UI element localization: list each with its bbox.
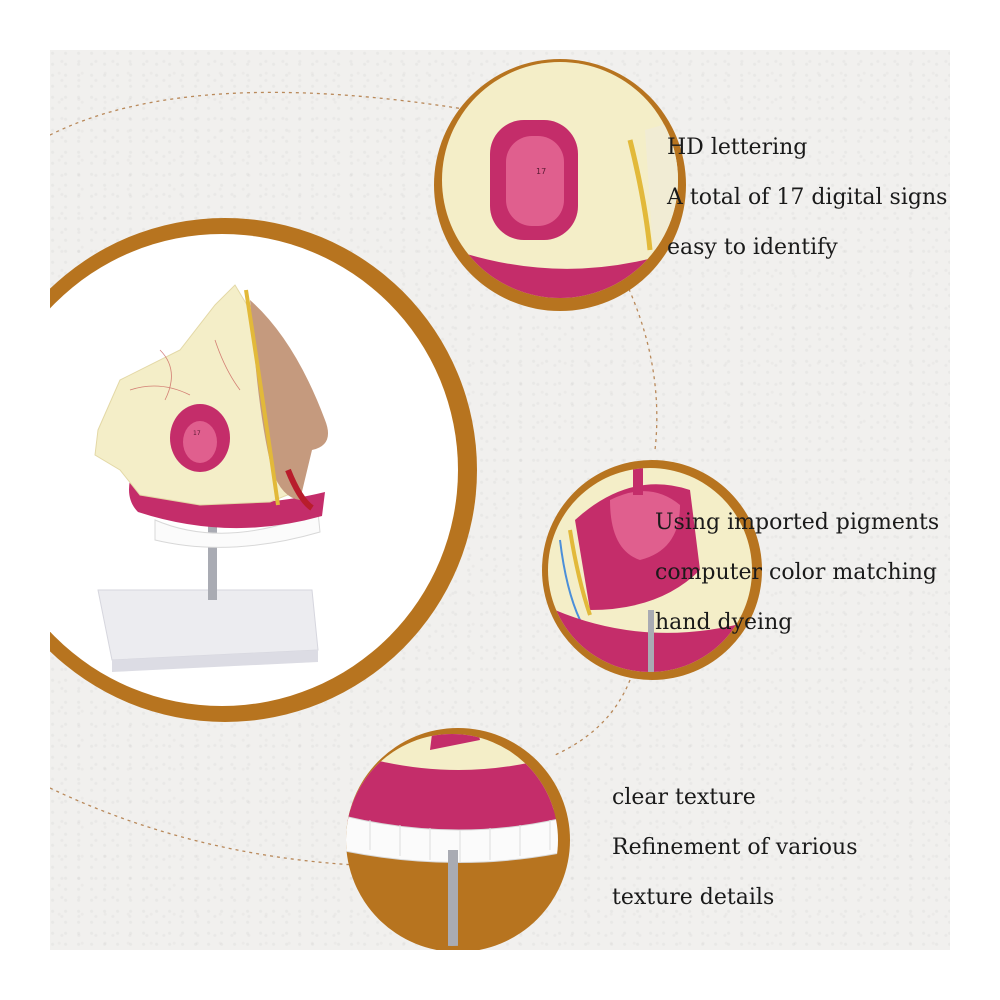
main-model-photo: 17	[50, 218, 477, 722]
caption-pigments-2: computer color matching	[655, 560, 938, 585]
caption-texture-1: clear texture	[612, 785, 756, 810]
connector-arc-bottom	[50, 787, 356, 866]
connector-arc-top	[50, 91, 471, 136]
caption-pigments-3: hand dyeing	[655, 610, 793, 635]
caption-texture-3: texture details	[612, 885, 775, 910]
caption-lettering-1: HD lettering	[667, 135, 808, 160]
lettering-closeup-photo: 17	[434, 59, 686, 311]
connector-arc-mid	[554, 679, 631, 756]
caption-texture-2: Refinement of various	[612, 835, 858, 860]
caption-pigments-1: Using imported pigments	[655, 510, 940, 535]
pigment-closeup-photo	[542, 460, 762, 680]
caption-lettering-3: easy to identify	[667, 235, 838, 260]
model-number-label: 17	[193, 430, 201, 437]
product-canvas: 17 17	[50, 50, 950, 950]
texture-closeup-photo	[346, 728, 570, 950]
connector-arc-right	[619, 269, 658, 451]
closeup-number-label: 17	[536, 167, 546, 176]
decorative-layer: 17 17	[50, 59, 762, 950]
caption-lettering-2: A total of 17 digital signs	[667, 185, 948, 210]
